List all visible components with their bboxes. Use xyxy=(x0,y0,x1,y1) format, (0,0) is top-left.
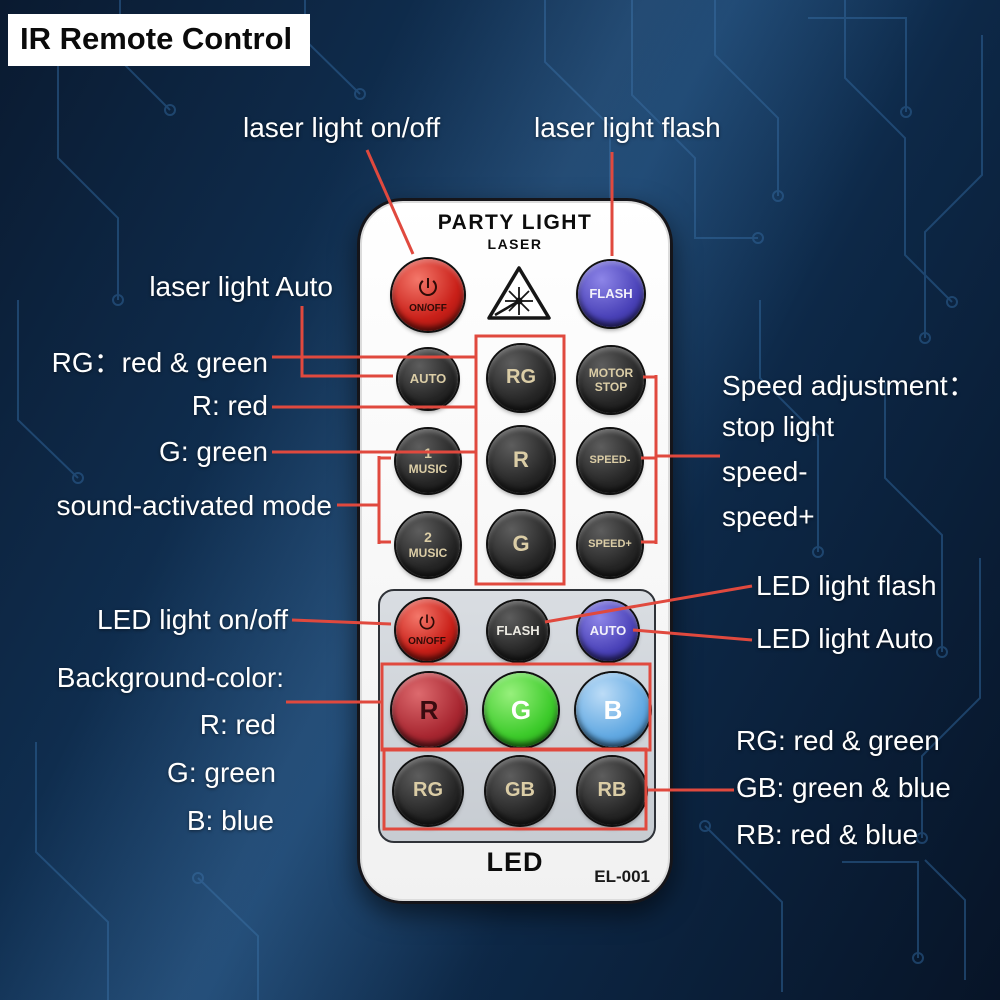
label-led-onoff: LED light on/off xyxy=(97,604,288,635)
label-g-green: G: green xyxy=(159,436,268,467)
led-rb-button[interactable]: RB xyxy=(578,757,646,825)
led-section-panel: ON/OFF FLASH AUTO R G B RG GB xyxy=(378,589,656,843)
label-bg-g: G: green xyxy=(167,757,276,788)
label-speed-minus: speed- xyxy=(722,456,808,487)
label-laser-flash: laser light flash xyxy=(534,112,721,143)
led-g-button[interactable]: G xyxy=(484,673,558,747)
label-bg-r: R: red xyxy=(199,709,276,740)
button-label: B xyxy=(603,694,623,725)
remote-body: PARTY LIGHT LASER ON/OFF xyxy=(357,198,673,904)
led-section-label: LED xyxy=(486,847,544,877)
button-label: 2 xyxy=(424,529,432,546)
model-number: EL-001 xyxy=(594,867,650,886)
laser-flash-button[interactable]: FLASH xyxy=(578,261,644,327)
label-rb-combo: RB: red & blue xyxy=(736,819,919,850)
button-label: FLASH xyxy=(496,622,540,638)
led-rg-button[interactable]: RG xyxy=(394,757,462,825)
music2-button[interactable]: 2 MUSIC xyxy=(396,513,460,577)
label-r-red: R: red xyxy=(191,390,268,421)
led-power-button[interactable]: ON/OFF xyxy=(396,599,458,661)
laser-r-button[interactable]: R xyxy=(488,427,554,493)
laser-g-button[interactable]: G xyxy=(488,511,554,577)
label-led-auto: LED light Auto xyxy=(756,623,934,654)
page-title: IR Remote Control xyxy=(8,14,311,66)
button-label: FLASH xyxy=(589,285,633,301)
label-stop-light: stop light xyxy=(722,411,835,442)
button-label: R xyxy=(513,447,529,473)
label-rg-combo: RG: red & green xyxy=(736,725,940,756)
button-label: RG xyxy=(413,779,443,802)
motor-stop-button[interactable]: MOTOR STOP xyxy=(578,347,644,413)
label-rg-red-green: RG：red & green xyxy=(51,347,268,378)
label-gb-combo: GB: green & blue xyxy=(736,772,951,803)
label-background-color: Background-color: xyxy=(56,662,284,693)
brand-line1: PARTY LIGHT xyxy=(437,211,593,234)
led-auto-button[interactable]: AUTO xyxy=(578,601,638,661)
label-laser-onoff: laser light on/off xyxy=(243,112,441,143)
button-label: GB xyxy=(505,779,535,802)
label-laser-auto: laser light Auto xyxy=(149,271,333,302)
music1-button[interactable]: 1 MUSIC xyxy=(396,429,460,493)
button-label: MUSIC xyxy=(408,545,448,560)
brand-line2: LASER xyxy=(487,236,543,252)
button-label: STOP xyxy=(594,379,628,394)
label-speed-plus: speed+ xyxy=(722,501,815,532)
button-label: ON/OFF xyxy=(409,303,447,315)
button-label: AUTO xyxy=(409,370,447,386)
page-title-text: IR Remote Control xyxy=(20,21,293,56)
laser-rg-button[interactable]: RG xyxy=(488,345,554,411)
led-r-button[interactable]: R xyxy=(392,673,466,747)
speed-plus-button[interactable]: SPEED+ xyxy=(578,513,642,577)
button-label: SPEED- xyxy=(589,454,631,467)
button-label: G xyxy=(510,694,532,725)
button-label: G xyxy=(512,531,530,557)
button-label: RG xyxy=(506,366,536,389)
led-gb-button[interactable]: GB xyxy=(486,757,554,825)
button-label: RB xyxy=(597,779,627,802)
laser-hazard-icon xyxy=(486,263,552,328)
laser-auto-button[interactable]: AUTO xyxy=(398,349,458,409)
led-flash-button[interactable]: FLASH xyxy=(488,601,548,661)
power-icon xyxy=(416,275,440,303)
label-sound-mode: sound-activated mode xyxy=(56,490,332,521)
label-led-flash: LED light flash xyxy=(756,570,937,601)
button-label: R xyxy=(419,694,439,725)
speed-minus-button[interactable]: SPEED- xyxy=(578,429,642,493)
button-label: SPEED+ xyxy=(588,538,632,551)
led-b-button[interactable]: B xyxy=(576,673,650,747)
label-bg-b: B: blue xyxy=(186,805,274,836)
label-speed-adjustment: Speed adjustment： xyxy=(722,370,976,401)
button-label: MOTOR xyxy=(588,365,634,380)
button-label: ON/OFF xyxy=(408,636,446,648)
power-icon xyxy=(417,612,437,636)
button-label: MUSIC xyxy=(408,461,448,476)
laser-power-button[interactable]: ON/OFF xyxy=(392,259,464,331)
button-label: AUTO xyxy=(589,622,627,638)
button-label: 1 xyxy=(424,445,432,462)
